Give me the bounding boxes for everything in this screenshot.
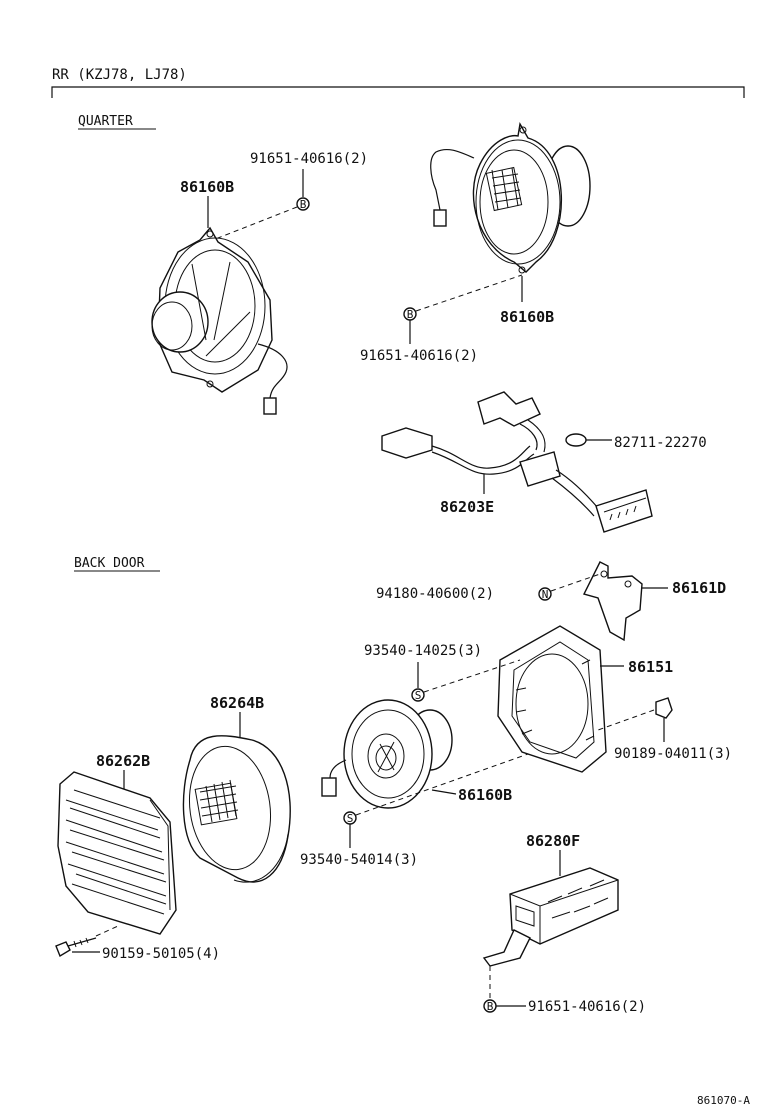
back-door-grille xyxy=(57,771,177,935)
label-b-bolt: 90159-50105(4) xyxy=(102,946,220,962)
b-clip xyxy=(655,697,673,719)
section-back-door: BACK DOOR xyxy=(74,556,145,571)
label-b-amp: 86280F xyxy=(526,832,580,850)
b-nut: N xyxy=(538,587,552,601)
fastener-mark-b: B xyxy=(407,308,414,321)
label-q-screw-top: 91651-40616(2) xyxy=(250,151,368,167)
label-b-screw-bottom: 93540-54014(3) xyxy=(300,852,418,868)
header-title: RR (KZJ78, LJ78) xyxy=(52,67,187,83)
fastener-mark-n: N xyxy=(542,588,549,601)
label-b-spacer: 86151 xyxy=(628,658,673,676)
back-door-bracket xyxy=(582,561,643,642)
leader-b-speaker xyxy=(431,789,457,795)
label-b-grille: 86262B xyxy=(96,752,150,770)
label-q-speaker-right: 86160B xyxy=(500,308,554,326)
fastener-mark-b: B xyxy=(487,1000,494,1013)
label-b-amp-screw: 91651-40616(2) xyxy=(528,999,646,1015)
dash-q-screw-top xyxy=(217,206,298,239)
quarter-harness xyxy=(381,391,653,533)
label-b-bracket: 86161D xyxy=(672,579,726,597)
label-q-clamp: 82711-22270 xyxy=(614,435,707,451)
quarter-speaker-left xyxy=(151,226,288,415)
back-door-amp xyxy=(482,867,619,967)
dash-b-screw-top xyxy=(423,659,521,693)
b-bolt xyxy=(55,937,97,958)
back-door-speaker xyxy=(321,699,453,809)
back-door-spacer xyxy=(497,625,607,773)
dash-b-screw-bottom xyxy=(355,753,529,816)
label-b-clip: 90189-04011(3) xyxy=(614,746,732,762)
fastener-mark-b: B xyxy=(300,198,307,211)
dash-b-clip xyxy=(597,709,655,731)
label-b-speaker: 86160B xyxy=(458,786,512,804)
label-b-nut: 94180-40600(2) xyxy=(376,586,494,602)
b-amp-screw: B xyxy=(483,999,497,1013)
label-q-harness: 86203E xyxy=(440,498,494,516)
label-b-cover: 86264B xyxy=(210,694,264,712)
footer-ref: 861070-A xyxy=(697,1094,750,1107)
section-quarter: QUARTER xyxy=(78,114,133,129)
dash-q-screw-bottom xyxy=(415,274,523,312)
dash-b-bolt xyxy=(95,925,119,937)
back-door-cover xyxy=(182,735,291,883)
label-b-screw-top: 93540-14025(3) xyxy=(364,643,482,659)
b-screw-top: S xyxy=(411,688,425,702)
b-screw-bottom: S xyxy=(343,811,357,825)
label-q-screw-bottom: 91651-40616(2) xyxy=(360,348,478,364)
q-screw-bottom: B xyxy=(403,307,417,321)
header-bracket xyxy=(51,86,745,98)
q-screw-top: B xyxy=(296,197,310,211)
quarter-speaker-right xyxy=(430,121,591,274)
fastener-mark-s: S xyxy=(347,812,354,825)
fastener-mark-s: S xyxy=(415,689,422,702)
label-q-speaker-left: 86160B xyxy=(180,178,234,196)
